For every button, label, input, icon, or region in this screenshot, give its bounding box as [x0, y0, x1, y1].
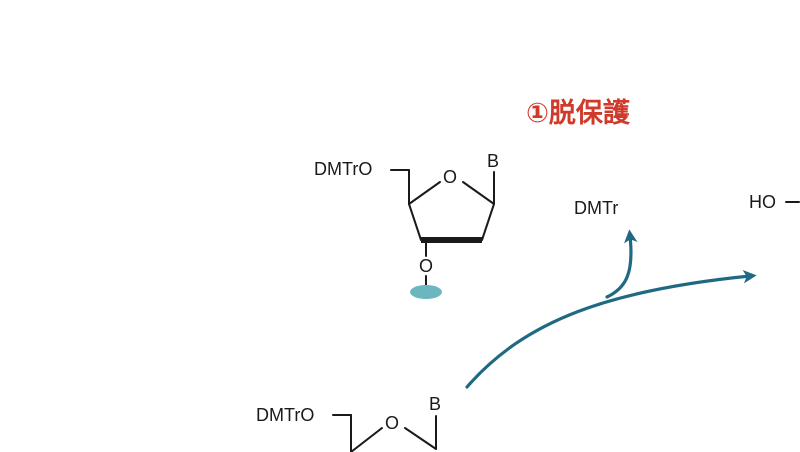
bottom-base-label: B	[429, 394, 441, 414]
top-protecting-group-label: DMTrO	[314, 159, 372, 179]
reaction-arrow-dmtr-release	[605, 229, 638, 299]
released-dmtr-label: DMTr	[574, 198, 618, 218]
step-title: ①脱保護	[526, 97, 631, 129]
bottom-ring-bond-o-c1	[404, 427, 437, 450]
top-base-label: B	[487, 151, 499, 171]
bottom-nucleoside: DMTrO O B	[256, 394, 441, 452]
bottom-protecting-group-label: DMTrO	[256, 405, 314, 425]
reaction-arrow-main	[465, 269, 757, 389]
bottom-ring-bond-c4-o	[350, 427, 383, 452]
bottom-ring-oxygen: O	[385, 413, 399, 433]
top-ring-bond-c4-o	[408, 181, 441, 205]
top-ring-oxygen: O	[443, 167, 457, 187]
solid-support	[410, 285, 442, 299]
top-ring-bond-o-c1	[462, 181, 495, 205]
top-nucleoside: DMTrO O B O	[314, 151, 499, 299]
top-linker-oxygen: O	[419, 256, 433, 276]
top-ring-bond-c3-c4	[408, 203, 422, 241]
product-ho-label: HO	[749, 192, 776, 212]
top-ring-bond-c1-c2	[481, 203, 495, 241]
